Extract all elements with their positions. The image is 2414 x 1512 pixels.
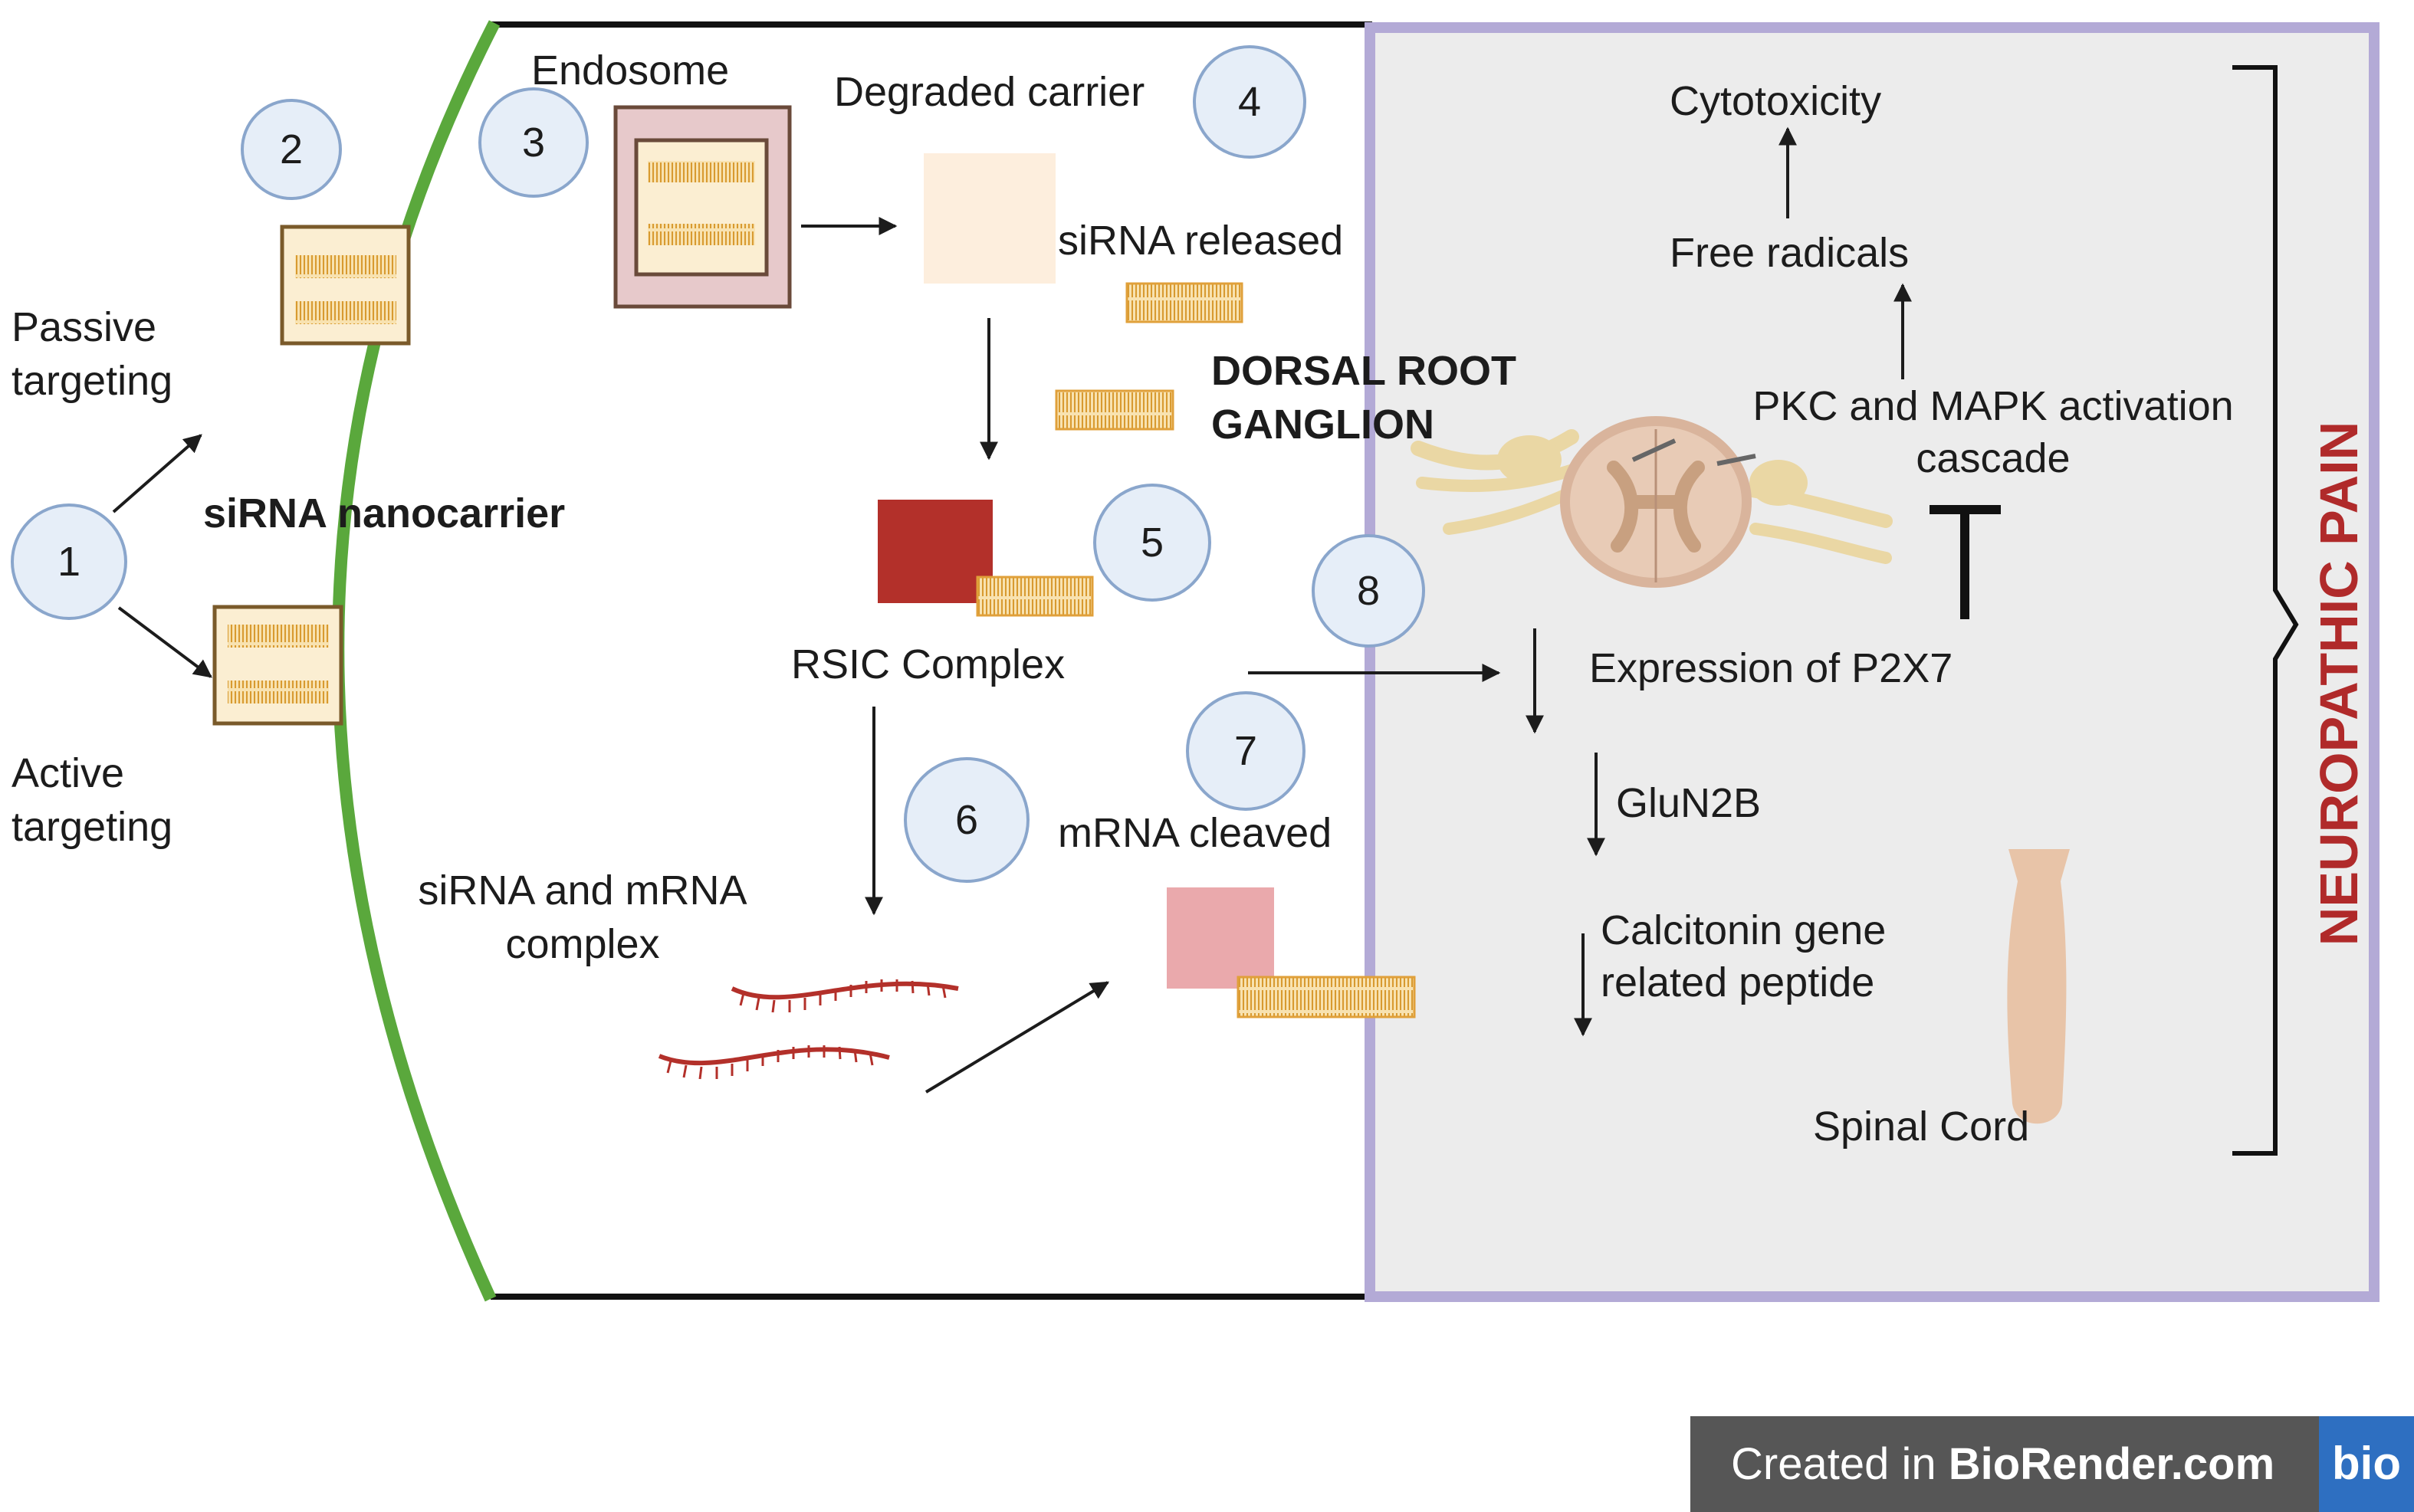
sirna-strand-1: [1125, 282, 1243, 323]
svg-text:8: 8: [1357, 568, 1380, 614]
svg-text:4: 4: [1238, 79, 1261, 125]
svg-text:5: 5: [1141, 520, 1164, 566]
watermark-brand: BioRender.com: [1949, 1439, 2274, 1489]
step-5: 5: [1093, 484, 1211, 602]
sirna-strand-2: [1055, 389, 1174, 431]
svg-text:7: 7: [1234, 728, 1257, 774]
expression-p2x7-label: Expression of P2X7: [1589, 645, 1953, 691]
cell-membrane: [332, 20, 501, 1302]
spinal-cord-label: Spinal Cord: [1813, 1104, 2029, 1150]
svg-text:2: 2: [280, 126, 303, 172]
step-4: 4: [1193, 45, 1306, 159]
spinal-cord-shape: [2007, 849, 2070, 1124]
cytotoxicity-label: Cytotoxicity: [1670, 78, 1881, 124]
mrna-cleaved-label: mRNA cleaved: [1058, 810, 1332, 856]
mrna-cleaved-square: [1167, 887, 1274, 989]
degraded-carrier: [924, 153, 1056, 284]
svg-text:6: 6: [955, 797, 978, 843]
neuropathic-pain-label: NEUROPATHIC PAIN: [2309, 421, 2369, 946]
svg-text:Created in BioRender.com: Created in BioRender.com: [1731, 1439, 2274, 1489]
arrow-to-passive: [112, 434, 202, 513]
biorender-logo: bio: [2332, 1438, 2401, 1489]
sirna-nanocarrier-label: siRNA nanocarrier: [203, 490, 565, 536]
sirna-released-label: siRNA released: [1058, 218, 1343, 264]
mrna-strand-1: [731, 981, 959, 1000]
arrow-complex-to-cleaved: [925, 981, 1110, 1094]
drg-illustration: [1411, 416, 1893, 588]
svg-text:1: 1: [57, 539, 80, 585]
svg-text:3: 3: [522, 120, 545, 166]
neuropathic-bracket: [2232, 65, 2299, 1156]
endosome-label: Endosome: [531, 48, 729, 93]
step-1: 1: [11, 503, 127, 620]
inhibition-symbol: [1930, 505, 2001, 619]
nanocarrier-active: [212, 605, 343, 726]
step-8: 8: [1312, 534, 1425, 648]
cleaved-sirna-strand: [1237, 976, 1416, 1018]
biorender-watermark: Created in BioRender.com bio: [1690, 1416, 2414, 1512]
watermark-prefix: Created in: [1731, 1439, 1949, 1489]
rsic-complex-label: RSIC Complex: [791, 641, 1065, 687]
degraded-carrier-label: Degraded carrier: [834, 69, 1145, 115]
endosome: [613, 105, 792, 309]
rsic-complex-square: [878, 500, 993, 603]
free-radicals-label: Free radicals: [1670, 230, 1909, 276]
neuropathic-panel: [1365, 22, 2380, 1302]
step-6: 6: [904, 757, 1030, 883]
rsic-sirna-strand: [976, 576, 1094, 617]
step-2: 2: [241, 99, 342, 200]
nanocarrier-passive: [280, 225, 411, 346]
arrow-to-active: [117, 606, 212, 678]
step-7: 7: [1186, 691, 1306, 811]
step-3: 3: [478, 87, 589, 198]
mrna-strand-2: [658, 1047, 890, 1066]
glun2b-label: GluN2B: [1616, 780, 1761, 826]
